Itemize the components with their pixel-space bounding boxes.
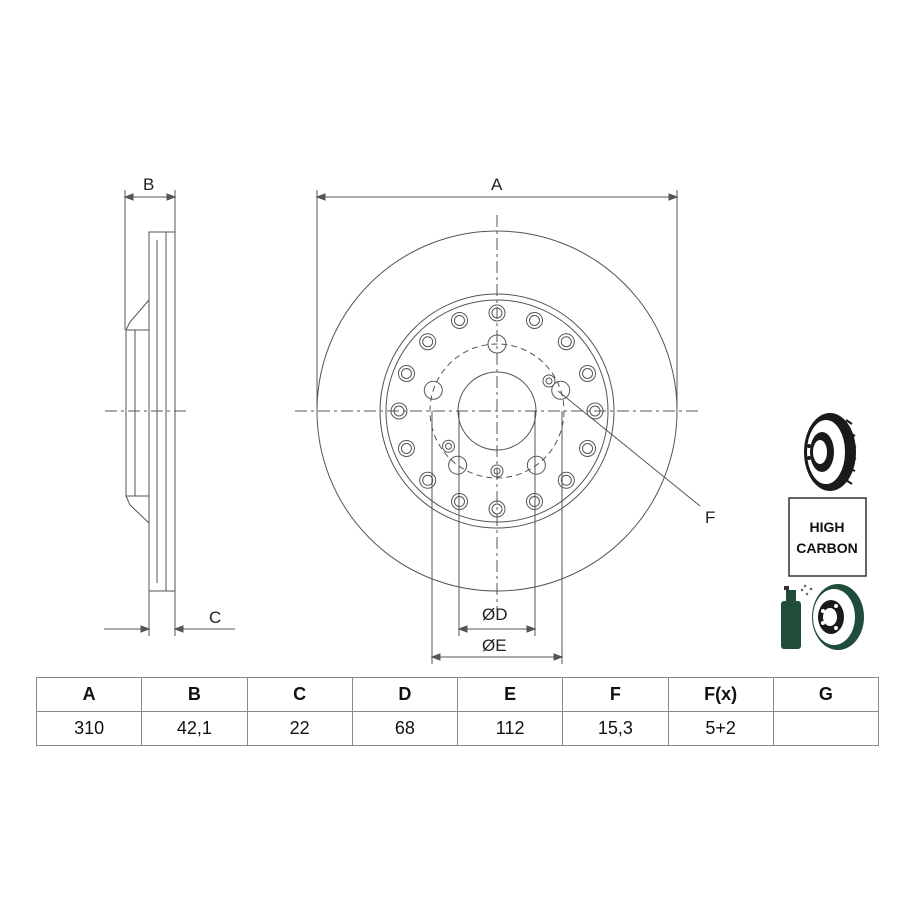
dim-e-arrow — [553, 653, 564, 661]
dim-b-arrow — [166, 193, 177, 201]
header-cell-c: C — [246, 677, 353, 712]
header-cell-g: G — [772, 677, 880, 712]
vented-disc-icon — [804, 413, 857, 491]
side-view — [104, 190, 235, 636]
outer-hole — [557, 333, 575, 351]
spec-table: A B C D E F F(x) G 310 42,1 22 68 112 15… — [35, 677, 880, 746]
high-carbon-badge: HIGH CARBON — [788, 497, 867, 577]
header-cell-a: A — [35, 677, 143, 712]
value-cell-b: 42,1 — [141, 711, 248, 746]
header-cell-fx: F(x) — [667, 677, 774, 712]
value-cell-f: 15,3 — [562, 711, 669, 746]
dim-a-arrow — [668, 193, 679, 201]
outer-hole — [557, 471, 575, 489]
dim-c-arrow — [173, 625, 184, 633]
bolt-hole-group — [423, 334, 571, 478]
header-cell-b: B — [141, 677, 248, 712]
dim-b-arrow — [123, 193, 134, 201]
outer-hole — [579, 440, 597, 458]
bolt-hole — [487, 334, 507, 354]
value-cell-fx: 5+2 — [667, 711, 774, 746]
outer-hole — [450, 493, 468, 511]
dim-f-label: F — [705, 508, 715, 527]
outer-hole — [488, 304, 506, 322]
outer-hole — [579, 364, 597, 382]
dim-d-label: ØD — [482, 605, 508, 624]
locating-hole — [441, 439, 455, 453]
bolt-hole — [526, 455, 546, 475]
outer-hole-ring — [390, 304, 604, 518]
dim-e-arrow — [430, 653, 441, 661]
outer-hole — [419, 333, 437, 351]
locating-hole — [490, 464, 504, 478]
side-view-hat — [125, 299, 150, 524]
value-cell-g — [772, 711, 880, 746]
dim-d-arrow — [526, 625, 537, 633]
dim-d-arrow — [457, 625, 468, 633]
header-cell-e: E — [456, 677, 564, 712]
dim-f-leader — [557, 390, 701, 507]
spec-table-value-row: 310 42,1 22 68 112 15,3 5+2 — [35, 711, 880, 746]
outer-hole — [419, 471, 437, 489]
bolt-hole — [448, 455, 468, 475]
outer-hole — [397, 364, 415, 382]
header-cell-d: D — [351, 677, 459, 712]
front-view — [295, 190, 701, 664]
outer-hole — [526, 311, 544, 329]
value-cell-c: 22 — [246, 711, 353, 746]
bolt-hole — [423, 380, 443, 400]
outer-hole — [390, 402, 408, 420]
dim-e-label: ØE — [482, 636, 507, 655]
dim-c-label: C — [209, 608, 221, 627]
dim-c-arrow — [140, 625, 151, 633]
outer-hole — [586, 402, 604, 420]
outer-hole — [526, 493, 544, 511]
value-cell-d: 68 — [351, 711, 459, 746]
outer-hole — [488, 500, 506, 518]
dim-a-arrow — [315, 193, 326, 201]
bolt-hole — [551, 380, 571, 400]
header-cell-f: F — [562, 677, 669, 712]
badge-line1: HIGH — [810, 519, 845, 535]
value-cell-a: 310 — [35, 711, 143, 746]
outer-hole — [397, 440, 415, 458]
spec-table-header-row: A B C D E F F(x) G — [35, 677, 880, 712]
dim-a-label: A — [491, 175, 503, 194]
value-cell-e: 112 — [456, 711, 564, 746]
badge-line2: CARBON — [796, 540, 857, 556]
locating-hole — [542, 374, 556, 388]
coated-disc-spray-icon — [781, 584, 864, 650]
dim-b-label: B — [143, 175, 154, 194]
outer-hole — [450, 311, 468, 329]
